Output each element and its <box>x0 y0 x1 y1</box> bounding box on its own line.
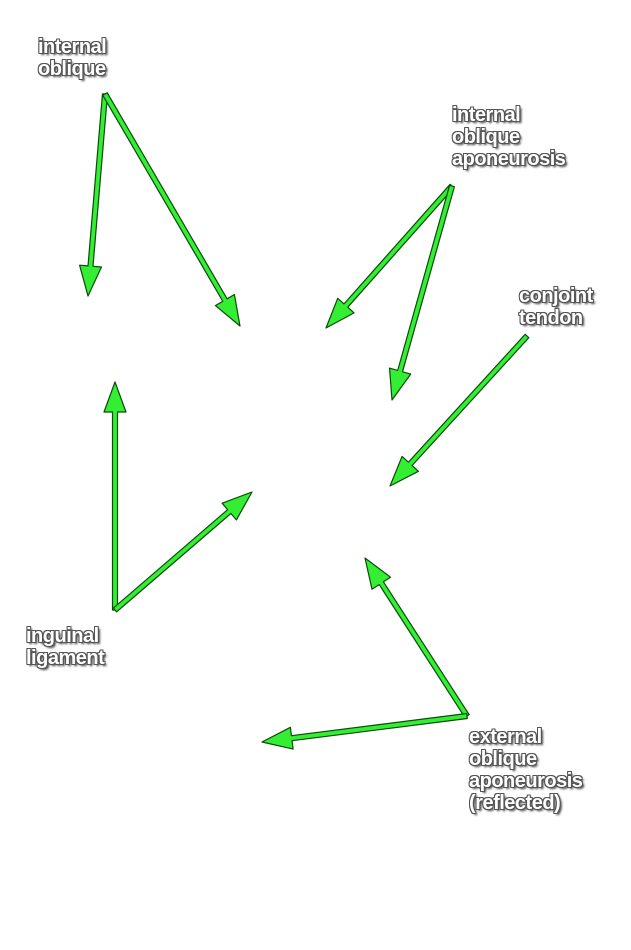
label-line: aponeurosis <box>469 770 583 792</box>
label-line: oblique <box>469 748 537 770</box>
arrow-internal-oblique-aponeurosis-1 <box>325 183 455 329</box>
label-line: conjoint <box>519 285 593 307</box>
arrow-external-oblique-aponeurosis-1 <box>364 557 470 719</box>
label-line: internal <box>38 36 107 58</box>
label-line: external <box>469 726 542 748</box>
label-line: inguinal <box>26 625 99 647</box>
arrow-inguinal-ligament-2 <box>112 491 253 613</box>
label-line: ligament <box>26 647 105 669</box>
label-inguinal-ligament: inguinal ligament <box>26 625 105 669</box>
label-external-oblique-aponeurosis: external oblique aponeurosis (reflected) <box>469 726 583 814</box>
label-line: aponeurosis <box>452 148 566 170</box>
arrow-internal-oblique-2 <box>102 92 241 327</box>
label-line: oblique <box>452 126 520 148</box>
arrow-inguinal-ligament-1 <box>103 381 127 611</box>
arrow-conjoint-tendon <box>389 333 530 487</box>
label-line: (reflected) <box>469 792 561 814</box>
label-internal-oblique-aponeurosis: internal oblique aponeurosis <box>452 104 566 170</box>
label-line: internal <box>452 104 521 126</box>
arrow-internal-oblique-aponeurosis-2 <box>388 184 455 401</box>
label-conjoint-tendon: conjoint tendon <box>519 285 593 329</box>
arrow-internal-oblique-1 <box>78 93 109 297</box>
label-internal-oblique: internal oblique <box>38 36 107 80</box>
label-line: oblique <box>38 58 106 80</box>
arrow-external-oblique-aponeurosis-2 <box>261 712 468 750</box>
label-line: tendon <box>519 307 583 329</box>
